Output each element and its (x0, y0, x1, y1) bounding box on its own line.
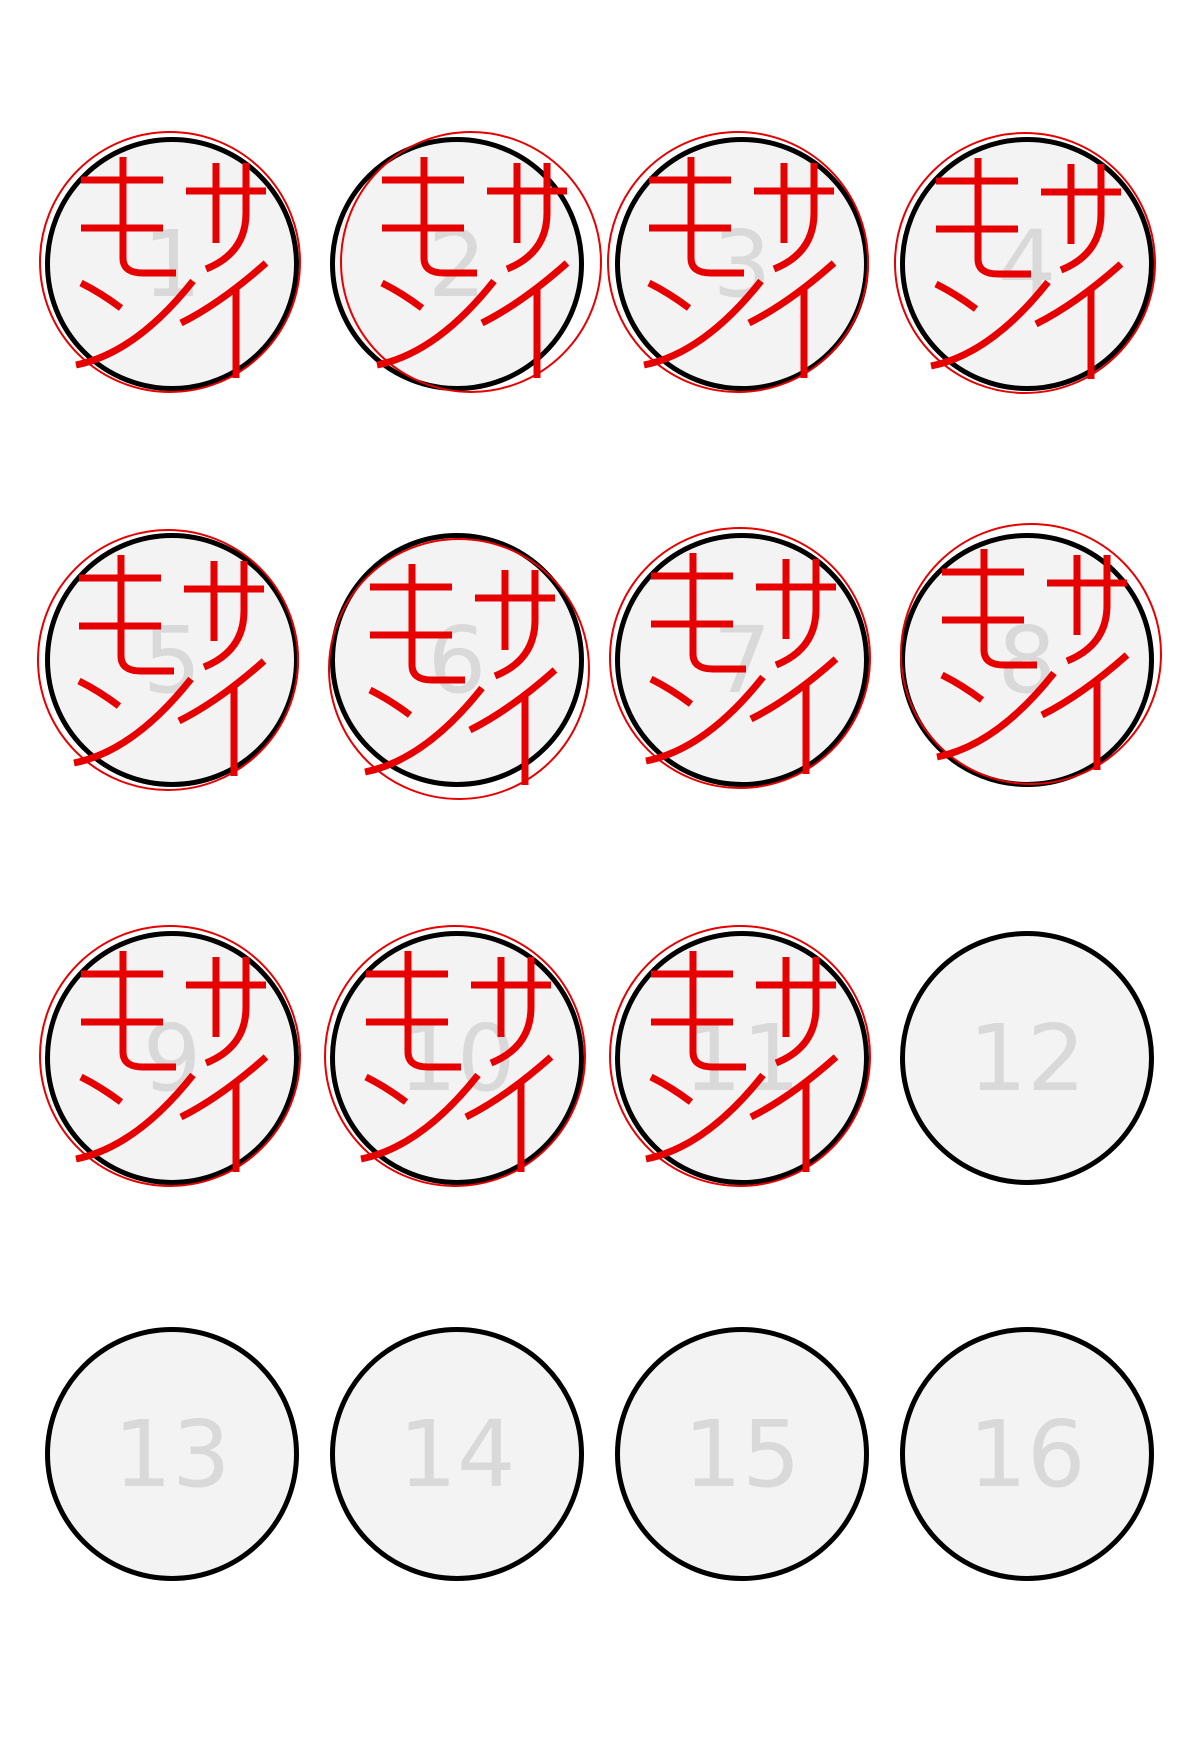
stamp-slot-2: 2 (330, 131, 602, 393)
stamp-slot-circle (45, 1327, 299, 1581)
stamp-seal (39, 925, 301, 1187)
stamp-seal-graphic (930, 158, 1124, 379)
stamp-slot-14: 14 (330, 1327, 584, 1581)
stamp-slot-15: 15 (615, 1327, 869, 1581)
stamp-slot-circle (900, 1327, 1154, 1581)
stamp-seal (607, 131, 869, 393)
stamp-seal-graphic (936, 549, 1130, 770)
stamp-seal-graphic (75, 157, 269, 378)
stamp-seal (39, 131, 301, 393)
stamp-slot-number: 12 (968, 1004, 1086, 1112)
stamp-seal (609, 527, 871, 789)
stamp-slot-8: 8 (900, 523, 1162, 787)
stamp-seal (900, 523, 1162, 785)
stamp-seal-graphic (75, 951, 269, 1172)
stamp-slot-7: 7 (609, 527, 871, 789)
stamp-slot-16: 16 (900, 1327, 1154, 1581)
stamp-seal (609, 925, 871, 1187)
stamp-slot-circle (615, 1327, 869, 1581)
stamp-slot-5: 5 (37, 529, 299, 791)
stamp-seal-graphic (645, 553, 839, 774)
stamp-slot-number: 15 (683, 1400, 801, 1508)
stamp-slot-1: 1 (39, 131, 301, 393)
stamp-slot-number: 14 (398, 1400, 516, 1508)
stamp-seal-graphic (645, 951, 839, 1172)
stamp-seal (324, 925, 586, 1187)
stamp-slot-6: 6 (328, 533, 590, 800)
stamp-seal-graphic (643, 157, 837, 378)
stamp-slot-circle (900, 931, 1154, 1185)
stamp-seal-graphic (376, 157, 570, 378)
stamp-slot-3: 3 (607, 131, 869, 393)
stamp-seal (894, 132, 1156, 394)
stamp-slot-circle (330, 1327, 584, 1581)
stamp-seal-graphic (73, 555, 267, 776)
stamp-slot-number: 13 (113, 1400, 231, 1508)
stamp-seal (328, 538, 590, 800)
stamp-seal (340, 131, 602, 393)
stamp-seal-graphic (360, 951, 554, 1172)
stamp-slot-10: 10 (324, 925, 586, 1187)
stamp-slot-11: 11 (609, 925, 871, 1187)
stamp-slot-13: 13 (45, 1327, 299, 1581)
stamp-slot-12: 12 (900, 931, 1154, 1185)
stamp-slot-4: 4 (894, 132, 1156, 394)
stamp-seal (37, 529, 299, 791)
stamp-seal-graphic (364, 564, 558, 785)
stamp-slot-9: 9 (39, 925, 301, 1187)
stamp-slot-number: 16 (968, 1400, 1086, 1508)
